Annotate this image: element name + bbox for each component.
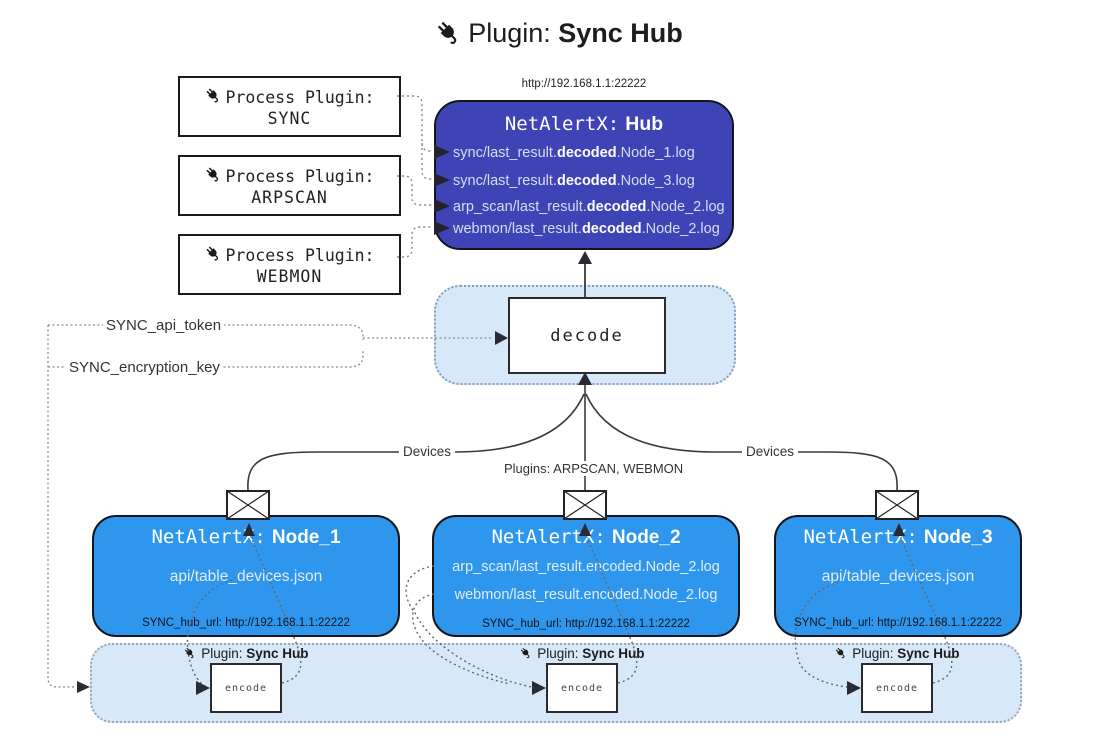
encoder-label: Plugin: Sync Hub [166, 646, 326, 661]
process-plugin-box-webmon: Process Plugin: WEBMON [178, 234, 401, 295]
hub-log-line: arp_scan/last_result.decoded.Node_2.log [453, 199, 725, 215]
node-hub-url: SYNC_hub_url: http://192.168.1.1:22222 [794, 617, 1002, 629]
hub-log-line: sync/last_result.decoded.Node_1.log [453, 145, 695, 161]
hub-box: NetAlertX:Hub sync/last_result.decoded.N… [434, 100, 734, 250]
encoder-label: Plugin: Sync Hub [502, 646, 662, 661]
node-1-box: NetAlertX:Node_1 api/table_devices.json … [92, 515, 400, 637]
process-to-hub-connectors [397, 95, 433, 258]
process-plugin-name: ARPSCAN [251, 187, 328, 207]
node-file: api/table_devices.json [821, 568, 975, 585]
title-name: Sync Hub [558, 18, 683, 48]
hub-log-line: webmon/last_result.decoded.Node_2.log [453, 221, 720, 237]
hub-title-prefix: NetAlertX: [504, 113, 620, 135]
plug-icon [183, 646, 197, 661]
hub-log-line: sync/last_result.decoded.Node_3.log [453, 173, 695, 189]
process-plugin-box-arpscan: Process Plugin: ARPSCAN [178, 155, 401, 216]
node-title: NetAlertX:Node_1 [151, 526, 341, 548]
envelope-icon [226, 490, 270, 520]
node-title: NetAlertX:Node_3 [803, 526, 993, 548]
process-plugin-box-sync: Process Plugin: SYNC [178, 76, 401, 137]
devices-label-left: Devices [399, 444, 456, 459]
plug-icon [834, 646, 848, 661]
node-title: NetAlertX:Node_2 [491, 526, 681, 548]
hub-title: NetAlertX:Hub [436, 113, 732, 136]
encode-box: encode [861, 663, 933, 713]
sync-encryption-key-label: SYNC_encryption_key [66, 359, 223, 376]
sync-api-token-label: SYNC_api_token [103, 317, 225, 334]
node-3-box: NetAlertX:Node_3 api/table_devices.json … [774, 515, 1022, 637]
devices-label-right: Devices [742, 444, 799, 459]
plug-icon [204, 86, 223, 109]
decode-box: decode [508, 297, 666, 374]
envelope-icon [563, 490, 607, 520]
page-title: Plugin: Sync Hub [0, 18, 1117, 49]
process-plugin-label: Process Plugin: [225, 245, 375, 265]
plug-icon [204, 244, 223, 267]
plug-icon [204, 165, 223, 188]
node-hub-url: SYNC_hub_url: http://192.168.1.1:22222 [142, 617, 350, 629]
node-file: arp_scan/last_result.encoded.Node_2.log [452, 559, 720, 575]
process-plugin-name: WEBMON [256, 266, 323, 286]
encode-box: encode [546, 663, 618, 713]
token-arrowheads [77, 331, 508, 693]
encoder-label: Plugin: Sync Hub [817, 646, 977, 661]
plug-icon [434, 18, 468, 48]
node-file: webmon/last_result.encoded.Node_2.log [454, 587, 718, 603]
title-prefix: Plugin: [468, 18, 551, 48]
node-2-box: NetAlertX:Node_2 arp_scan/last_result.en… [432, 515, 740, 637]
hub-title-name: Hub [625, 113, 664, 135]
plug-icon [519, 646, 533, 661]
envelope-icon [875, 490, 919, 520]
process-plugin-label: Process Plugin: [225, 87, 375, 107]
hub-url-label: http://192.168.1.1:22222 [521, 78, 647, 90]
process-plugin-name: SYNC [267, 108, 312, 128]
plugins-note-label: Plugins: ARPSCAN, WEBMON [500, 461, 688, 476]
process-plugin-label: Process Plugin: [225, 166, 375, 186]
node-hub-url: SYNC_hub_url: http://192.168.1.1:22222 [482, 618, 690, 630]
encode-box: encode [210, 663, 282, 713]
node-file: api/table_devices.json [169, 568, 323, 585]
